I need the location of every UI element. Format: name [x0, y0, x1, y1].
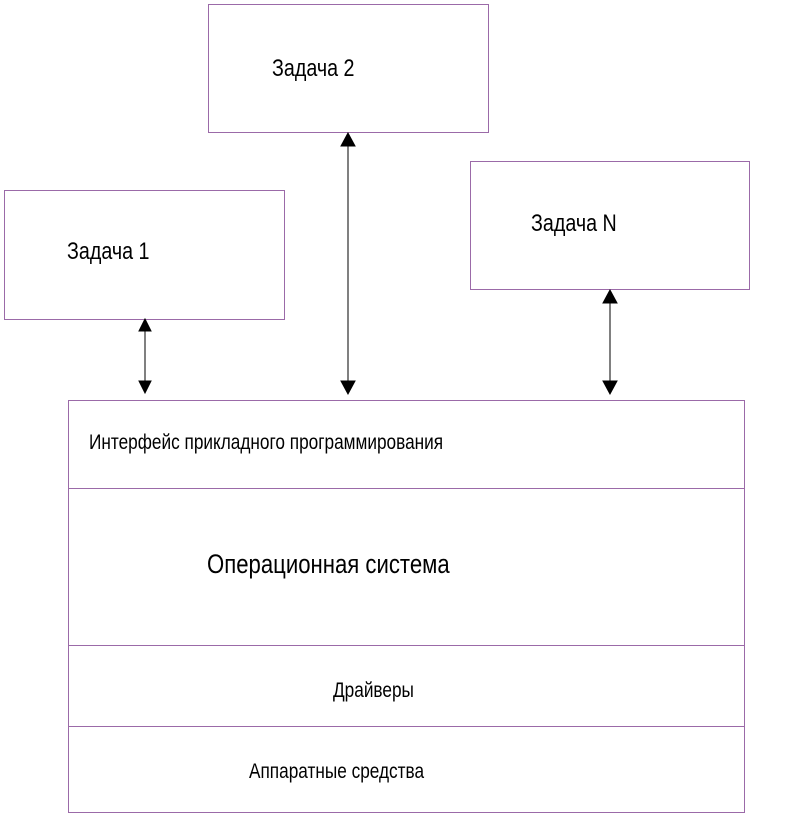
hardware-layer-label: Аппаратные средства — [249, 760, 425, 783]
arrow-task-2-to-api — [340, 131, 356, 396]
hardware-layer: Аппаратные средства — [69, 727, 744, 814]
task-n-box: Задача N — [470, 161, 750, 290]
os-layer: Операционная система — [69, 489, 744, 646]
task-2-box: Задача 2 — [208, 4, 489, 133]
drivers-layer-label: Драйверы — [333, 679, 414, 702]
arrow-task-1-to-api — [138, 317, 152, 395]
task-n-label: Задача N — [531, 210, 617, 237]
task-2-label: Задача 2 — [272, 55, 355, 82]
api-layer: Интерфейс прикладного программирования — [69, 401, 744, 489]
os-layer-stack: Интерфейс прикладного программирования О… — [68, 400, 745, 813]
os-layer-label: Операционная система — [207, 549, 450, 579]
drivers-layer: Драйверы — [69, 646, 744, 727]
task-1-label: Задача 1 — [67, 238, 150, 265]
task-1-box: Задача 1 — [4, 190, 285, 320]
arrow-task-n-to-api — [602, 288, 618, 396]
api-layer-label: Интерфейс прикладного программирования — [89, 431, 444, 454]
